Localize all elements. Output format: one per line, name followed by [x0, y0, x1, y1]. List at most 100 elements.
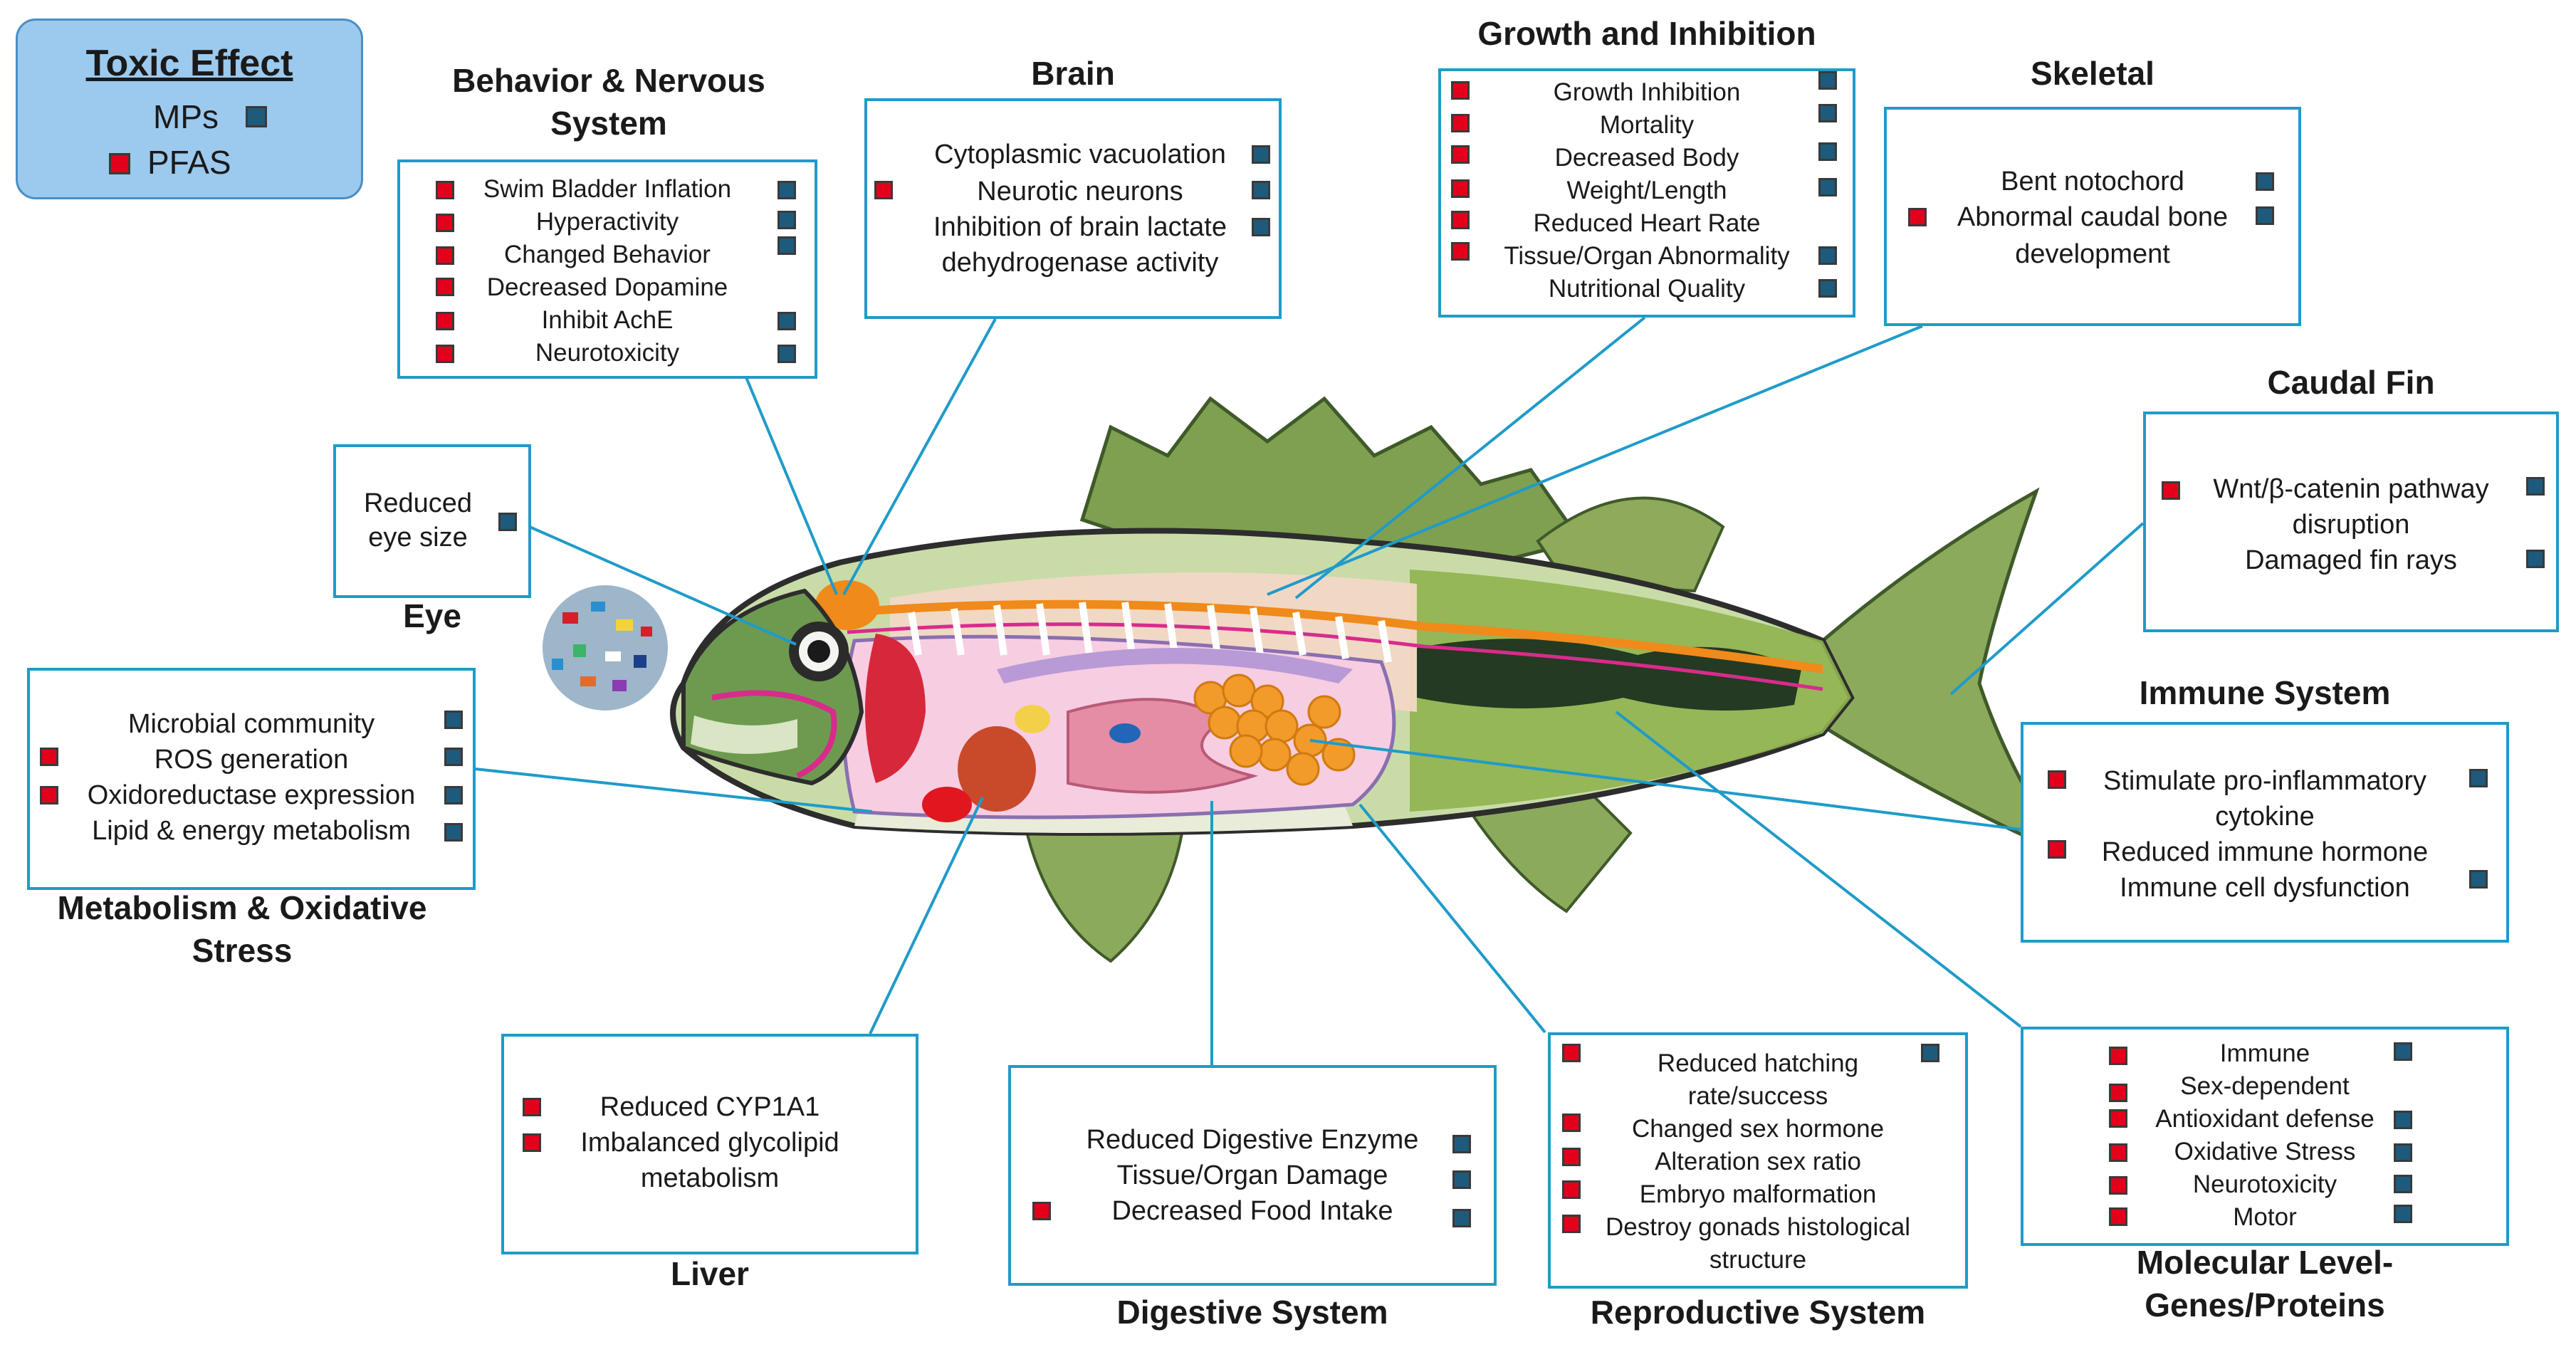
reproductive-title: Reproductive System: [1590, 1294, 1926, 1331]
behavior-item: Swim Bladder Inflation: [483, 175, 732, 203]
brain-item: Neurotic neurons: [977, 177, 1183, 206]
pfas-marker: [1451, 179, 1470, 198]
caudal-box: Wnt/β-catenin pathway disruption Damaged…: [2143, 412, 2559, 632]
pfas-marker: [1562, 1148, 1581, 1166]
pfas-marker: [523, 1133, 541, 1152]
pfas-marker: [1451, 114, 1470, 132]
mp-marker: [498, 513, 517, 531]
mp-marker: [777, 236, 796, 255]
pfas-marker: [436, 246, 454, 265]
brain-item: dehydrogenase activity: [941, 248, 1219, 278]
liver-item: Imbalanced glycolipid: [580, 1128, 839, 1158]
digestive-box: Reduced Digestive Enzyme Tissue/Organ Da…: [1008, 1065, 1497, 1286]
pfas-marker: [1032, 1202, 1051, 1220]
pfas-marker: [1562, 1180, 1581, 1199]
eye-item: eye size: [368, 523, 468, 552]
molecular-title-line2: Genes/Proteins: [2145, 1286, 2385, 1324]
pfas-marker: [1451, 145, 1470, 164]
mp-marker: [1252, 145, 1270, 164]
pfas-marker: [2109, 1176, 2127, 1195]
mp-marker: [2256, 172, 2274, 191]
brain-item: Inhibition of brain lactate: [933, 212, 1227, 242]
growth-item: Tissue/Organ Abnormality: [1504, 242, 1790, 270]
mp-marker: [2394, 1042, 2412, 1061]
mp-marker: [444, 711, 463, 729]
mp-marker: [1452, 1135, 1471, 1153]
mp-marker: [777, 211, 796, 229]
pfas-marker: [436, 181, 454, 199]
brain-item: Cytoplasmic vacuolation: [934, 140, 1226, 169]
behavior-item: Decreased Dopamine: [486, 273, 728, 301]
mp-marker: [1921, 1044, 1939, 1062]
pfas-marker: [523, 1098, 541, 1116]
molecular-item: Sex-dependent: [2180, 1072, 2350, 1100]
spine: [847, 599, 1823, 674]
pfas-marker: [436, 278, 454, 296]
mp-marker: [1252, 218, 1270, 236]
eye-item: Reduced: [363, 488, 473, 518]
molecular-box: Immune Sex-dependent Antioxidant defense…: [2021, 1027, 2509, 1246]
liver-organ: [958, 726, 1036, 812]
pfas-marker: [436, 345, 454, 363]
legend-mps-swatch: [246, 106, 267, 127]
immune-item: Stimulate pro-inflammatory: [2103, 766, 2427, 796]
skeletal-item: Bent notochord: [2001, 167, 2184, 196]
immune-item: Reduced immune hormone: [2101, 837, 2429, 867]
mp-marker: [444, 786, 463, 805]
metabolism-item: Microbial community: [127, 709, 375, 739]
legend-pfas-swatch: [109, 153, 130, 174]
metabolism-title-line2: Stress: [192, 931, 293, 969]
growth-title: Growth and Inhibition: [1477, 15, 1816, 52]
swim-bladder: [997, 648, 1353, 683]
mp-marker: [2394, 1205, 2412, 1223]
digestive-item: Decreased Food Intake: [1111, 1196, 1393, 1226]
mp-marker: [1818, 246, 1837, 265]
metabolism-title: Metabolism & Oxidative Stress: [14, 887, 470, 973]
behavior-title-line1: Behavior & Nervous: [452, 62, 765, 99]
eye-box: Reduced eye size: [333, 444, 531, 598]
pfas-marker: [874, 181, 893, 199]
pfas-marker: [2109, 1207, 2127, 1226]
molecular-item: Neurotoxicity: [2192, 1170, 2337, 1198]
metabolism-item: Lipid & energy metabolism: [92, 816, 411, 846]
mp-marker: [777, 181, 796, 199]
immune-item: cytokine: [2215, 802, 2315, 832]
mp-marker: [1452, 1209, 1471, 1227]
pfas-marker: [40, 786, 58, 805]
pfas-marker: [1908, 208, 1927, 226]
mp-marker: [2394, 1175, 2412, 1193]
soft-dorsal-fin: [1536, 496, 1725, 593]
growth-box: Growth Inhibition Mortality Decreased Bo…: [1438, 68, 1855, 318]
mp-marker: [1252, 181, 1270, 199]
legend-pfas-label: PFAS: [147, 144, 231, 181]
liver-item: metabolism: [640, 1163, 780, 1193]
pfas-marker: [1451, 211, 1470, 229]
behavior-item: Changed Behavior: [504, 241, 711, 268]
gills: [865, 634, 926, 783]
metabolism-item: ROS generation: [154, 745, 349, 775]
pfas-marker: [2162, 481, 2180, 500]
molecular-item: Oxidative Stress: [2174, 1138, 2356, 1165]
pfas-marker: [2048, 840, 2066, 859]
skeletal-item: Abnormal caudal bone: [1957, 202, 2229, 232]
brain-title: Brain: [1031, 55, 1115, 92]
digestive-item: Reduced Digestive Enzyme: [1086, 1125, 1419, 1155]
immune-title: Immune System: [2139, 674, 2391, 711]
pfas-marker: [1562, 1215, 1581, 1233]
mp-marker: [444, 823, 463, 842]
growth-item: Growth Inhibition: [1553, 78, 1741, 106]
growth-item: Decreased Body: [1554, 144, 1739, 172]
behavior-item: Inhibit AchE: [541, 306, 674, 334]
skeletal-box: Bent notochord Abnormal caudal bone deve…: [1884, 107, 2301, 326]
behavior-item: Hyperactivity: [535, 208, 679, 236]
molecular-item: Motor: [2233, 1203, 2297, 1231]
intestine: [1067, 698, 1259, 794]
behavior-item: Neurotoxicity: [535, 339, 680, 367]
pfas-marker: [1451, 81, 1470, 100]
metabolism-title-line1: Metabolism & Oxidative: [57, 889, 427, 926]
behavior-title-line2: System: [550, 104, 667, 142]
mp-marker: [2256, 206, 2274, 225]
connector-lines: [474, 316, 2145, 1066]
pfas-marker: [436, 312, 454, 330]
